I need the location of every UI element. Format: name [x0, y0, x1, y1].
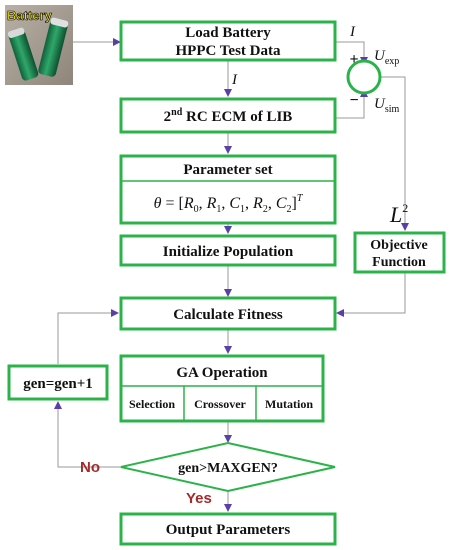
load-data-line1: Load Battery — [185, 25, 271, 41]
ecm-label: 2nd RC ECM of LIB — [164, 107, 293, 125]
parameter-set-formula: θ = [R0, R1, C1, R2, C2]T — [154, 193, 304, 215]
label-current-top: I — [349, 24, 356, 40]
edge-loop-to-fitness — [57, 312, 114, 364]
summing-minus: − — [349, 92, 358, 109]
arrowhead — [224, 504, 232, 512]
init-population-label: Initialize Population — [163, 244, 294, 260]
arrowhead — [224, 346, 232, 354]
node-output-parameters: Output Parameters — [119, 512, 337, 546]
parameter-set-title: Parameter set — [183, 162, 272, 178]
edge-load-to-junction — [335, 41, 365, 60]
decision-label: gen>MAXGEN? — [178, 461, 278, 476]
connectors — [54, 38, 409, 512]
calculate-fitness-label: Calculate Fitness — [173, 307, 283, 323]
objective-line2: Function — [372, 255, 426, 270]
edge-junction-to-objective — [381, 76, 406, 226]
ga-op-crossover: Crossover — [194, 397, 246, 411]
arrowhead — [336, 309, 344, 317]
arrowhead — [401, 223, 409, 231]
battery-cell-left — [7, 27, 39, 81]
arrowhead — [111, 309, 119, 317]
node-calculate-fitness: Calculate Fitness — [119, 296, 337, 331]
summing-junction: + − — [346, 51, 382, 109]
label-yes: Yes — [186, 490, 212, 507]
arrowhead — [113, 38, 121, 46]
node-init-population: Initialize Population — [119, 234, 337, 267]
arrowhead — [224, 289, 232, 297]
decision-diamond — [120, 441, 336, 493]
summing-plus: + — [349, 51, 358, 68]
battery-photo: Battery — [5, 5, 73, 85]
label-l2: L2 — [389, 201, 408, 227]
objective-line1: Objective — [370, 238, 428, 253]
edge-labels: I I Uexp Usim L2 No Yes — [80, 24, 408, 507]
ga-operation-title: GA Operation — [176, 365, 268, 381]
output-parameters-label: Output Parameters — [166, 522, 291, 538]
node-load-data: Load Battery HPPC Test Data — [119, 20, 337, 62]
gen-increment-label: gen=gen+1 — [23, 376, 93, 392]
battery-cell-right — [38, 17, 69, 77]
node-objective-function: Objective Function — [353, 231, 446, 274]
ga-op-selection: Selection — [129, 397, 175, 411]
arrowhead — [224, 226, 232, 234]
label-no: No — [80, 459, 100, 476]
summing-circle — [346, 59, 382, 95]
node-ecm: 2nd RC ECM of LIB — [119, 97, 337, 134]
node-decision: gen>MAXGEN? — [120, 441, 336, 493]
node-gen-increment: gen=gen+1 — [7, 364, 109, 401]
load-data-line2: HPPC Test Data — [176, 43, 282, 59]
node-parameter-set: Parameter set θ = [R0, R1, C1, R2, C2]T — [119, 154, 337, 225]
node-ga-operation: GA Operation Selection Crossover Mutatio… — [119, 354, 325, 423]
label-u-exp: Uexp — [374, 48, 399, 67]
edge-ecm-to-junction — [335, 94, 365, 119]
arrowhead — [224, 89, 232, 97]
arrowhead — [54, 401, 62, 409]
label-current-mid: I — [231, 72, 238, 88]
arrowhead — [224, 146, 232, 154]
battery-label: Battery — [7, 8, 53, 23]
edge-objective-to-fitness — [341, 272, 406, 314]
arrowhead — [224, 435, 232, 443]
ga-op-mutation: Mutation — [265, 397, 313, 411]
edge-decision-no — [57, 406, 121, 468]
label-u-sim: Usim — [374, 96, 400, 115]
